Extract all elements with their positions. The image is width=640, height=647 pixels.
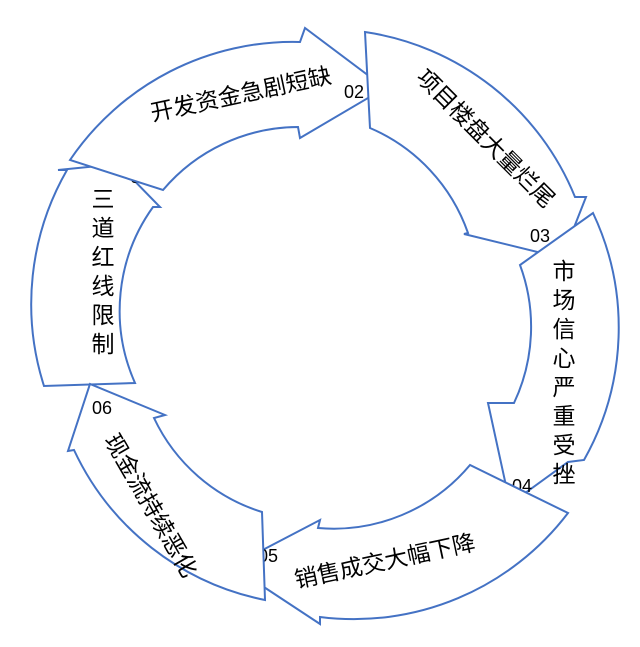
step-01-label: 三 道 红 线 限 制 (92, 187, 115, 358)
step-04-arrow (486, 211, 620, 506)
svg-text:红: 红 (92, 245, 115, 271)
svg-text:重: 重 (553, 404, 576, 430)
step-04: 市 场 信 心 严 重 受 挫 04 (486, 211, 620, 506)
step-03: 项目楼盘大量烂尾 03 (363, 30, 588, 260)
step-01-arrow (30, 162, 163, 388)
svg-text:三: 三 (92, 187, 115, 213)
step-02: 开发资金急剧短缺 02 (68, 26, 387, 192)
svg-text:线: 线 (92, 274, 115, 300)
svg-text:市: 市 (553, 259, 576, 285)
svg-text:限: 限 (92, 303, 115, 329)
svg-text:心: 心 (553, 346, 576, 372)
svg-text:挫: 挫 (553, 462, 576, 488)
step-03-arrow (363, 30, 588, 260)
step-03-number: 03 (530, 226, 550, 246)
step-04-label: 市 场 信 心 严 重 受 挫 (553, 259, 576, 488)
svg-text:信: 信 (553, 317, 576, 343)
step-05-arrow (230, 463, 570, 626)
step-06-number: 06 (92, 398, 112, 418)
svg-text:道: 道 (92, 216, 115, 242)
svg-text:制: 制 (92, 332, 115, 358)
step-01: 01 三 道 红 线 限 制 (30, 162, 163, 388)
step-06: 06 现金流持续恶化 (66, 382, 267, 602)
step-05: 05 销售成交大幅下降 (230, 463, 570, 626)
step-06-arrow (66, 382, 267, 602)
step-02-arrow (68, 26, 387, 192)
svg-text:受: 受 (553, 433, 576, 459)
step-02-number: 02 (344, 82, 364, 102)
svg-text:严: 严 (553, 375, 576, 401)
svg-text:场: 场 (553, 288, 576, 314)
